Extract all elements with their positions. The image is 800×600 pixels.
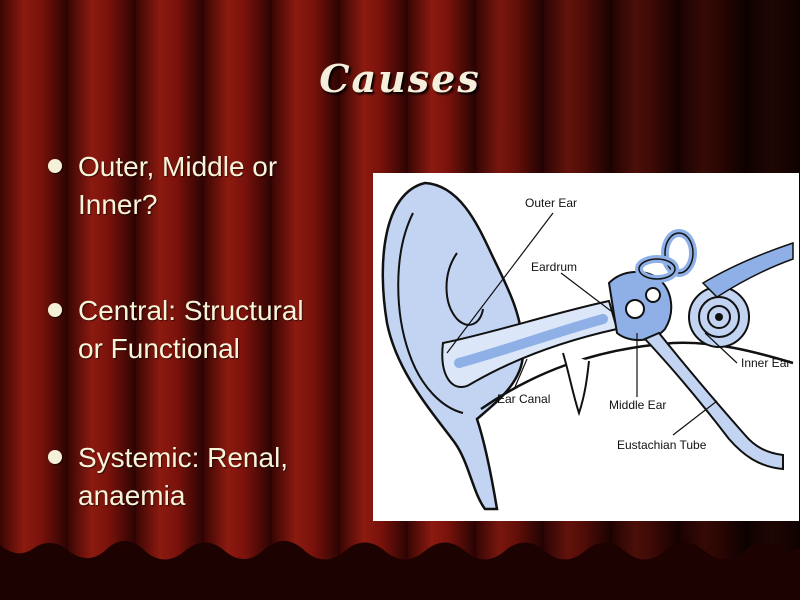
bullet-dot-icon	[48, 303, 62, 317]
bullet-item: Outer, Middle or Inner?	[46, 148, 376, 292]
bullet-dot-icon	[48, 450, 62, 464]
label-middle-ear: Middle Ear	[609, 398, 666, 412]
label-inner-ear: Inner Ear	[741, 356, 790, 370]
slide-title: Causes	[319, 56, 481, 101]
eustachian-tube-shape	[643, 331, 784, 471]
bullet-dot-icon	[48, 159, 62, 173]
bullet-item: Systemic: Renal, anaemia	[46, 439, 376, 515]
ear-anatomy-diagram: Outer Ear Eardrum Inner Ear Ear Canal Mi…	[373, 173, 799, 521]
bullet-text-line: Inner?	[78, 189, 158, 220]
label-ear-canal: Ear Canal	[497, 392, 550, 406]
bullet-text-line: or Functional	[78, 333, 240, 364]
bullet-text-line: anaemia	[78, 480, 186, 511]
bullet-list: Outer, Middle or Inner? Central: Structu…	[46, 148, 376, 515]
label-eustachian-tube: Eustachian Tube	[617, 438, 707, 452]
label-eardrum: Eardrum	[531, 260, 577, 274]
bullet-item: Central: Structural or Functional	[46, 292, 376, 439]
bullet-text-line: Systemic: Renal,	[78, 442, 289, 473]
bullet-text-line: Outer, Middle or	[78, 151, 278, 182]
bullet-text-line: Central: Structural	[78, 295, 304, 326]
label-outer-ear: Outer Ear	[525, 196, 577, 210]
